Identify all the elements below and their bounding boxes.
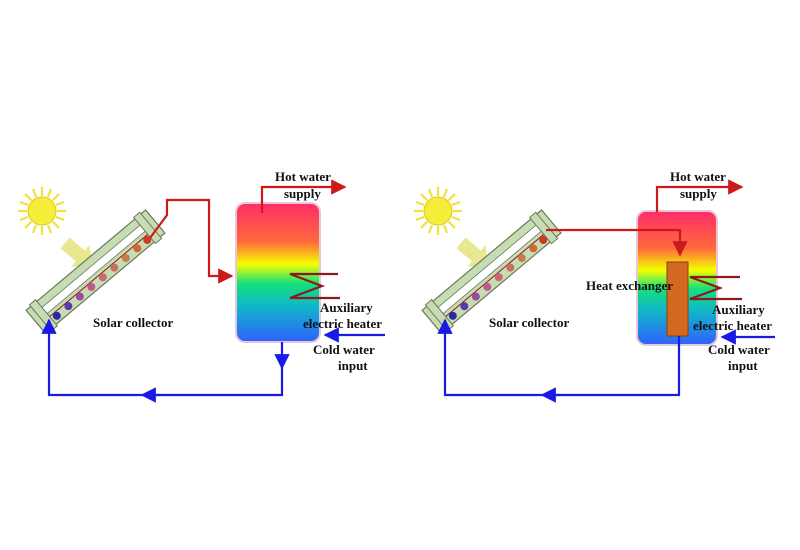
hot-pipe [546, 228, 688, 257]
left-system: Hot water supply Auxiliary electric heat… [18, 169, 385, 403]
solar-collector [421, 209, 562, 335]
sun-icon [18, 187, 66, 235]
supply-label: supply [680, 186, 717, 201]
heater-coil-icon [289, 272, 340, 300]
solar-collector-label: Solar collector [93, 315, 173, 330]
electric-heater-label: electric heater [693, 318, 772, 333]
hot-water-label: Hot water [670, 169, 726, 184]
input-label: input [338, 358, 368, 373]
cold-return-pipe [41, 318, 284, 397]
hot-water-label: Hot water [275, 169, 331, 184]
collector-tubes [52, 235, 152, 320]
hot-pipe [149, 198, 234, 284]
storage-tank [235, 202, 321, 343]
right-system: Hot water supply Heat exchanger Auxiliar… [414, 169, 775, 403]
supply-label: supply [284, 186, 321, 201]
sunlight-arrow-icon [456, 237, 489, 267]
solar-collector [25, 209, 166, 335]
input-label: input [728, 358, 758, 373]
heater-coil-icon [689, 275, 742, 301]
cold-return-pipe [437, 318, 681, 397]
sunlight-arrow-icon [60, 237, 93, 267]
heat-exchanger [666, 261, 689, 337]
cold-water-label: Cold water [313, 342, 375, 357]
cold-water-label: Cold water [708, 342, 770, 357]
electric-heater-label: electric heater [303, 316, 382, 331]
solar-collector-label: Solar collector [489, 315, 569, 330]
auxiliary-label: Auxiliary [320, 300, 373, 315]
hot-water-supply-pipe [655, 179, 744, 212]
auxiliary-label: Auxiliary [712, 302, 765, 317]
sun-icon [414, 187, 462, 235]
heat-exchanger-label: Heat exchanger [586, 278, 673, 293]
collector-tubes [448, 235, 548, 320]
hot-water-supply-pipe [260, 179, 347, 213]
